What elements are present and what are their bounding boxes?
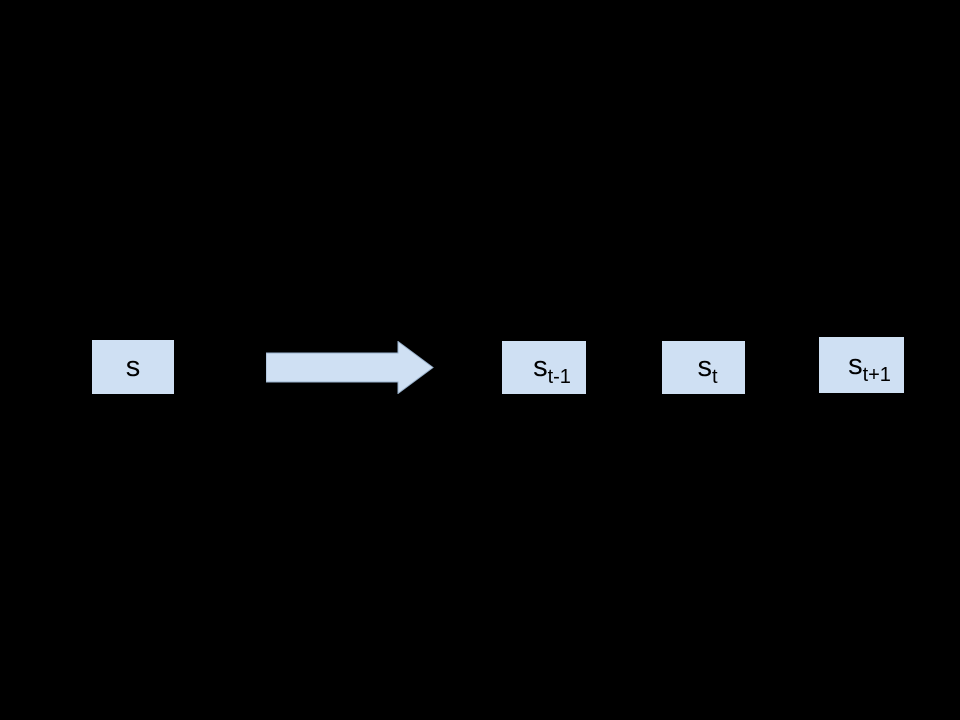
state-box-s-t-minus-1-label: st-1 bbox=[533, 351, 571, 388]
state-subscript: t+1 bbox=[862, 363, 891, 386]
state-box-s[interactable]: s bbox=[92, 340, 174, 394]
state-box-s-label: s bbox=[125, 350, 141, 383]
state-box-s-t-label: st bbox=[697, 351, 717, 388]
block-arrow-right bbox=[266, 341, 434, 394]
state-base-symbol: s bbox=[125, 350, 141, 383]
state-base-symbol: s bbox=[697, 351, 712, 383]
state-box-s-t[interactable]: st bbox=[662, 341, 745, 394]
state-subscript: t bbox=[711, 366, 718, 388]
state-box-s-t-plus-1-label: st+1 bbox=[848, 348, 891, 385]
state-base-symbol: s bbox=[848, 348, 863, 381]
state-subscript: t-1 bbox=[547, 366, 571, 388]
state-base-symbol: s bbox=[533, 351, 548, 383]
arrow-polygon bbox=[266, 341, 434, 394]
state-box-s-t-minus-1[interactable]: st-1 bbox=[502, 341, 586, 394]
state-box-s-t-plus-1[interactable]: st+1 bbox=[819, 337, 904, 393]
block-arrow-right-shape bbox=[266, 341, 434, 394]
